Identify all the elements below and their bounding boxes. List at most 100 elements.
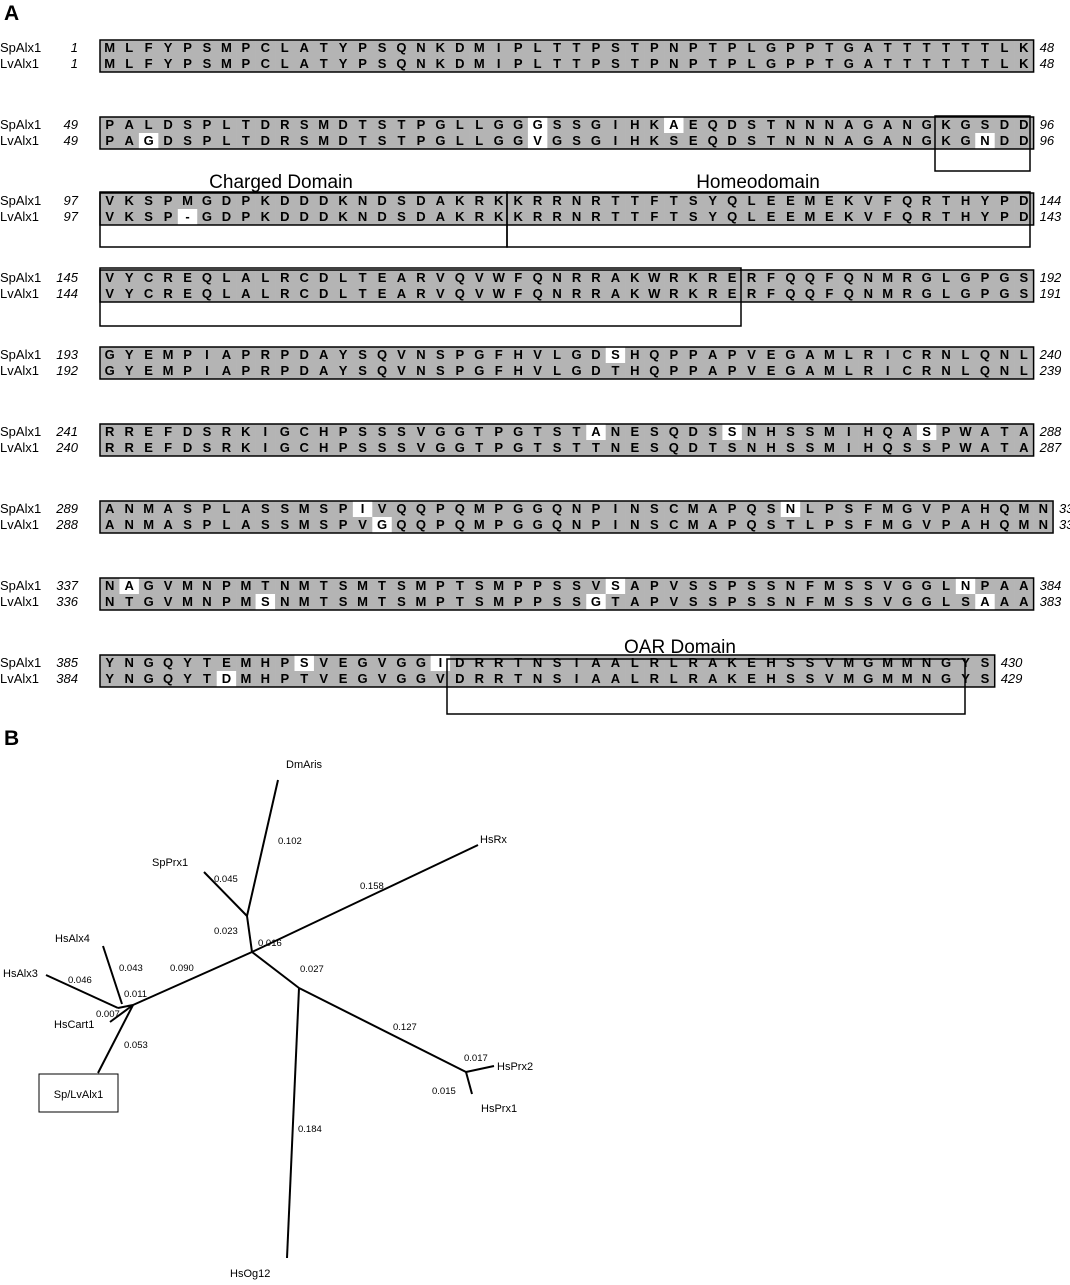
- residue-cell: [722, 270, 743, 286]
- residue: M: [688, 501, 699, 516]
- end-position: 430: [1001, 655, 1023, 670]
- residue-cell: [664, 193, 684, 209]
- residue-cell: [508, 133, 529, 149]
- residue-cell: [372, 40, 393, 56]
- residue-cell: [450, 209, 470, 225]
- residue: S: [203, 40, 212, 55]
- residue: N: [669, 56, 678, 71]
- residue: P: [358, 56, 367, 71]
- residue: A: [630, 594, 640, 609]
- residue-cell: [702, 578, 723, 594]
- residue-cell: [761, 363, 782, 379]
- residue: C: [669, 501, 679, 516]
- residue-cell: [255, 671, 276, 687]
- residue: S: [844, 594, 853, 609]
- residue-cell: [819, 424, 840, 440]
- residue-cell: [858, 56, 879, 72]
- start-position: 240: [55, 440, 78, 455]
- residue-cell: [566, 56, 587, 72]
- residue-cell: [897, 424, 918, 440]
- blen-prx: 0.127: [393, 1022, 417, 1033]
- branch-hsog12: [286, 987, 300, 1259]
- residue: T: [631, 40, 639, 55]
- residue: M: [416, 594, 427, 609]
- residue-cell: [158, 56, 179, 72]
- residue-cell: [761, 578, 782, 594]
- residue: G: [941, 655, 951, 670]
- residue: I: [886, 347, 890, 362]
- residue-cell: [975, 56, 995, 72]
- residue-cell: [702, 286, 723, 302]
- residue: N: [1039, 517, 1048, 532]
- residue: S: [339, 594, 348, 609]
- residue-cell: [858, 424, 879, 440]
- residue: Q: [844, 286, 854, 301]
- residue-cell: [177, 578, 198, 594]
- residue-cell: [100, 286, 120, 302]
- residue-cell: [605, 286, 626, 302]
- residue: K: [650, 133, 660, 148]
- residue: A: [1019, 424, 1029, 439]
- residue: S: [650, 440, 659, 455]
- residue: L: [942, 594, 950, 609]
- residue: D: [222, 193, 231, 208]
- residue-cell: [275, 363, 295, 379]
- residue: I: [614, 517, 618, 532]
- residue: Q: [708, 117, 718, 132]
- residue: S: [378, 424, 387, 439]
- branch-hsprx1: [465, 1071, 473, 1095]
- end-position: 384: [1040, 578, 1062, 593]
- residue-cell: [100, 40, 120, 56]
- residue: N: [124, 517, 133, 532]
- residue-cell: [294, 424, 315, 440]
- residue: S: [981, 117, 990, 132]
- residue-cell: [469, 594, 490, 610]
- residue: L: [339, 270, 347, 285]
- leaf-hsalx3: HsAlx3: [3, 968, 38, 980]
- residue-cell: [197, 594, 217, 610]
- residue-cell: [916, 671, 937, 687]
- residue-cell: [1014, 193, 1034, 209]
- residue-cell: [994, 517, 1015, 533]
- start-position: 337: [56, 578, 78, 593]
- residue: R: [591, 209, 601, 224]
- residue-cell: [644, 440, 665, 456]
- residue: G: [474, 347, 484, 362]
- residue: N: [669, 40, 678, 55]
- residue-cell: [469, 270, 490, 286]
- residue: K: [1019, 40, 1029, 55]
- residue: S: [261, 517, 270, 532]
- residue: T: [942, 193, 950, 208]
- residue-cell: [800, 440, 820, 456]
- residue: P: [728, 501, 737, 516]
- residue: E: [767, 193, 776, 208]
- residue-cell: [352, 578, 373, 594]
- residue: Q: [455, 517, 465, 532]
- branch-alx-node: [117, 1004, 134, 1009]
- residue-cell: [722, 40, 743, 56]
- residue: G: [144, 133, 154, 148]
- residue: A: [591, 424, 601, 439]
- residue: R: [650, 671, 660, 686]
- residue-cell: [936, 40, 957, 56]
- residue: L: [456, 133, 464, 148]
- residue: L: [670, 655, 678, 670]
- residue-cell: [683, 209, 704, 225]
- residue: G: [435, 133, 445, 148]
- residue-cell: [430, 517, 451, 533]
- residue: L: [222, 286, 230, 301]
- residue: S: [728, 424, 737, 439]
- residue: T: [942, 56, 950, 71]
- residue: P: [689, 347, 698, 362]
- residue: P: [183, 363, 192, 378]
- start-position: 241: [55, 424, 78, 439]
- residue: M: [240, 671, 251, 686]
- residue-cell: [216, 517, 237, 533]
- residue-cell: [197, 286, 217, 302]
- residue-cell: [313, 40, 334, 56]
- residue-cell: [936, 117, 957, 133]
- residue-cell: [664, 594, 684, 610]
- residue-cell: [897, 286, 918, 302]
- residue: N: [105, 578, 114, 593]
- seq-name-lv: LvAlx1: [0, 286, 39, 301]
